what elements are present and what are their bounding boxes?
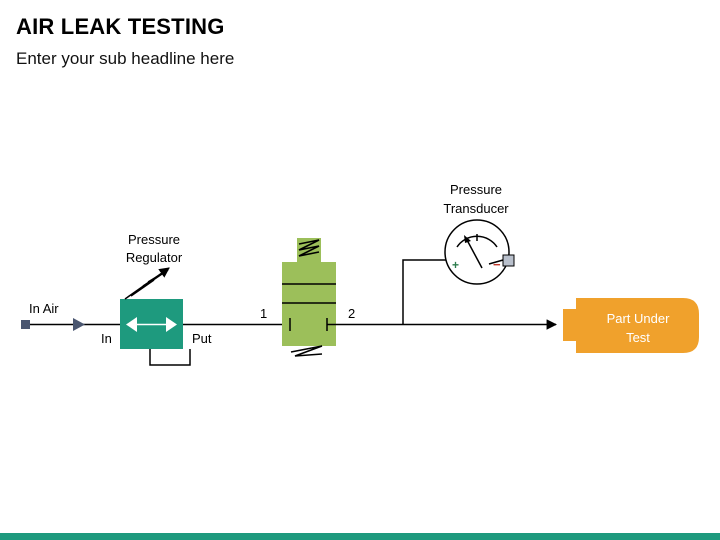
part-under-test-label-line2: Test <box>626 330 650 345</box>
part-under-test-block <box>563 298 699 353</box>
regulator-adjust-arrow-icon <box>124 267 170 300</box>
part-under-test-label-line1: Part Under <box>607 311 671 326</box>
pressure-transducer-label-line2: Transducer <box>443 201 509 216</box>
out-port-label: Put <box>192 331 212 346</box>
transducer-branch-line <box>402 259 447 325</box>
regulator-feedback-loop <box>149 349 191 366</box>
gauge-needle-icon <box>466 239 483 269</box>
pressure-regulator-label-line1: Pressure <box>128 232 180 247</box>
bottom-accent-bar <box>0 533 720 540</box>
valve-return-spring-icon <box>290 345 323 357</box>
regulator-left-arrow-icon <box>126 317 137 332</box>
air-source-marker <box>21 320 30 329</box>
transducer-output-port <box>502 254 515 267</box>
port-2-label: 2 <box>348 306 355 321</box>
pressure-regulator-label-line2: Regulator <box>126 250 183 265</box>
gauge-needle-arrowhead <box>464 235 471 243</box>
regulator-right-arrow-icon <box>166 317 177 332</box>
gauge-output-line <box>488 259 504 265</box>
transducer-minus-label: − <box>493 257 501 272</box>
page-title: AIR LEAK TESTING <box>16 14 225 39</box>
regulator-spring-icon <box>130 269 169 297</box>
pressure-transducer-gauge <box>444 219 510 285</box>
solenoid-coil-windings <box>298 239 320 257</box>
solenoid-valve <box>282 262 336 346</box>
pressure-transducer-label-line1: Pressure <box>450 182 502 197</box>
in-air-label: In Air <box>29 301 59 316</box>
transducer-plus-label: + <box>452 258 459 272</box>
in-port-label: In <box>101 331 112 346</box>
page-subtitle: Enter your sub headline here <box>16 49 235 68</box>
inlet-flow-arrow <box>73 318 85 331</box>
port-1-label: 1 <box>260 306 267 321</box>
